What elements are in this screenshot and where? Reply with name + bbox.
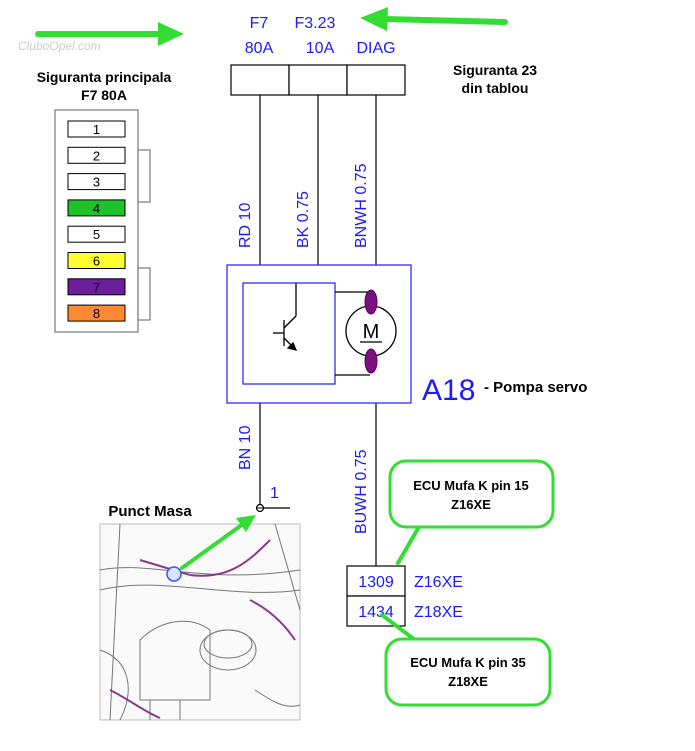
watermark: CluboOpel.com xyxy=(18,39,101,53)
callout-pin35-line2: Z18XE xyxy=(448,674,488,689)
fuse-slot-label: 8 xyxy=(93,306,100,321)
main-fuse-label-line1: Siguranta principala xyxy=(37,69,172,85)
motor-icon: M xyxy=(335,289,397,376)
arrow-right-icon xyxy=(35,22,184,46)
connector-engine-z16xe: Z16XE xyxy=(414,574,463,591)
fuse-slot-2: 2 xyxy=(67,146,126,164)
fuse-slot-label: 4 xyxy=(93,201,100,216)
transistor-icon xyxy=(273,283,298,351)
main-fuse-label-line2: F7 80A xyxy=(81,87,127,103)
component-a18: M xyxy=(226,264,412,404)
callout-pin15-line2: Z16XE xyxy=(451,497,491,512)
connector-pin-1309: 1309 xyxy=(358,574,394,591)
fuse-slot-6: 6 xyxy=(67,252,126,269)
fuse-f323-name: F3.23 xyxy=(295,15,336,32)
callout-pin15: ECU Mufa K pin 15 Z16XE xyxy=(388,459,555,565)
ground-title: Punct Masa xyxy=(108,503,192,520)
fuse-slot-label: 1 xyxy=(93,122,100,137)
panel-fuse-label-line1: Siguranta 23 xyxy=(453,62,537,78)
fuse-slot-3: 3 xyxy=(67,173,126,191)
pointer-arrow-icon xyxy=(180,515,256,570)
fuse-diag-label: DIAG xyxy=(356,40,395,57)
callout-pin35-line1: ECU Mufa K pin 35 xyxy=(410,655,526,670)
wire-label-bk: BK 0.75 xyxy=(295,191,312,248)
component-id: A18 xyxy=(422,374,475,407)
fuse-slot-label: 3 xyxy=(93,175,100,190)
arrow-left-icon xyxy=(360,7,508,31)
wire-label-buwh: BUWH 0.75 xyxy=(353,449,370,534)
wire-label-bn: BN 10 xyxy=(237,425,254,470)
fuse-slot-4: 4 xyxy=(67,199,126,217)
wire-label-bnwh: BNWH 0.75 xyxy=(353,163,370,248)
motor-symbol: M xyxy=(363,321,380,343)
fuse-slot-7: 7 xyxy=(67,278,126,296)
component-description: - Pompa servo xyxy=(484,379,587,396)
fuse-slot-list: 1 2 3 4 5 6 7 8 xyxy=(67,120,126,322)
fuse-f323-rating: 10A xyxy=(306,40,335,57)
fuse-slot-8: 8 xyxy=(67,304,126,322)
wire-label-rd: RD 10 xyxy=(237,203,254,248)
fuse-slot-label: 6 xyxy=(93,254,100,269)
callout-pin15-line1: ECU Mufa K pin 15 xyxy=(413,478,529,493)
ground-number: 1 xyxy=(270,485,279,502)
fuse-block xyxy=(230,64,406,96)
ground-point-icon xyxy=(255,503,290,513)
fuse-f7-rating: 80A xyxy=(245,40,274,57)
fuse-f7-name: F7 xyxy=(250,15,269,32)
fuse-slot-5: 5 xyxy=(67,225,126,243)
fuse-slot-label: 2 xyxy=(93,148,100,163)
main-fuse-box xyxy=(54,109,151,333)
panel-fuse-label-line2: din tablou xyxy=(462,80,529,96)
fuse-slot-label: 7 xyxy=(93,280,100,295)
connector-engine-z18xe: Z18XE xyxy=(414,604,463,621)
fuse-slot-1: 1 xyxy=(67,120,126,138)
fuse-slot-label: 5 xyxy=(93,227,100,242)
connector-block xyxy=(346,565,406,627)
wire-lines xyxy=(259,95,377,566)
callout-pin35: ECU Mufa K pin 35 Z18XE xyxy=(380,613,552,707)
